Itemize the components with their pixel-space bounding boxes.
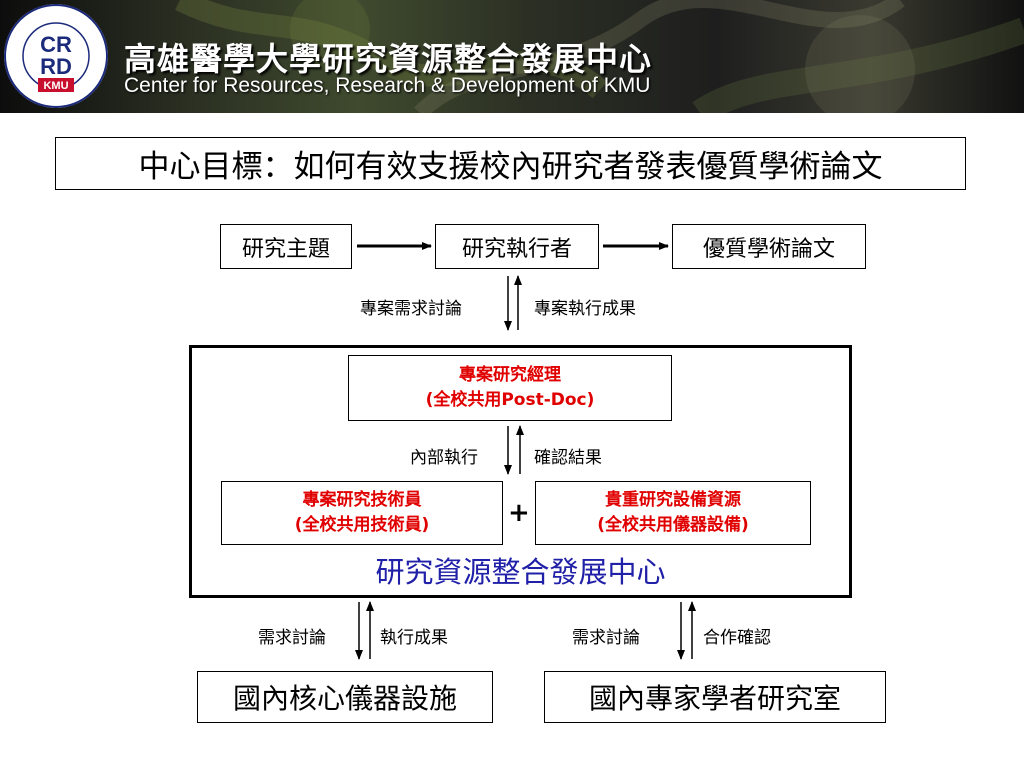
technician-title: 專案研究技術員 [302,490,422,510]
banner-title-english: Center for Resources, Research & Develop… [124,74,651,97]
project-manager-subtitle: (全校共用Post-Doc) [425,390,595,410]
project-manager-title: 專案研究經理 [459,365,561,385]
internal-exec-label: 內部執行 [410,448,478,468]
logo-rd-text: RD [40,54,72,79]
right-confirm-label: 合作確認 [703,628,771,648]
research-topic-box: 研究主題 [220,224,352,269]
banner-title-chinese: 高雄醫學大學研究資源整合發展中心 [124,40,653,78]
project-manager-box: 專案研究經理 (全校共用Post-Doc) [348,355,672,421]
equipment-box: 貴重研究設備資源 (全校共用儀器設備) [535,481,811,545]
quality-paper-box: 優質學術論文 [672,224,866,269]
banner-texture [175,0,1024,113]
confirm-result-label: 確認結果 [534,448,602,468]
plus-sign: + [508,498,530,528]
right-need-label: 需求討論 [572,628,640,648]
goal-box: 中心目標：如何有效支援校內研究者發表優質學術論文 [55,137,966,190]
technician-subtitle: (全校共用技術員) [294,515,430,535]
execution-result-label: 專案執行成果 [534,299,636,319]
header-banner: CR RD KMU 高雄醫學大學研究資源整合發展中心 Center for Re… [0,0,1024,113]
left-need-label: 需求討論 [258,628,326,648]
equipment-subtitle: (全校共用儀器設備) [597,515,749,535]
logo-cr-text: CR [40,32,72,57]
need-discussion-label: 專案需求討論 [360,299,462,319]
expert-lab-box: 國內專家學者研究室 [544,671,886,723]
crrd-logo: CR RD KMU [4,4,108,108]
left-result-label: 執行成果 [380,628,448,648]
technician-box: 專案研究技術員 (全校共用技術員) [221,481,503,545]
equipment-title: 貴重研究設備資源 [605,490,741,510]
core-facility-box: 國內核心儀器設施 [197,671,493,723]
research-executor-box: 研究執行者 [435,224,599,269]
logo-kmu-badge: KMU [43,80,68,92]
center-title: 研究資源整合發展中心 [375,555,666,589]
